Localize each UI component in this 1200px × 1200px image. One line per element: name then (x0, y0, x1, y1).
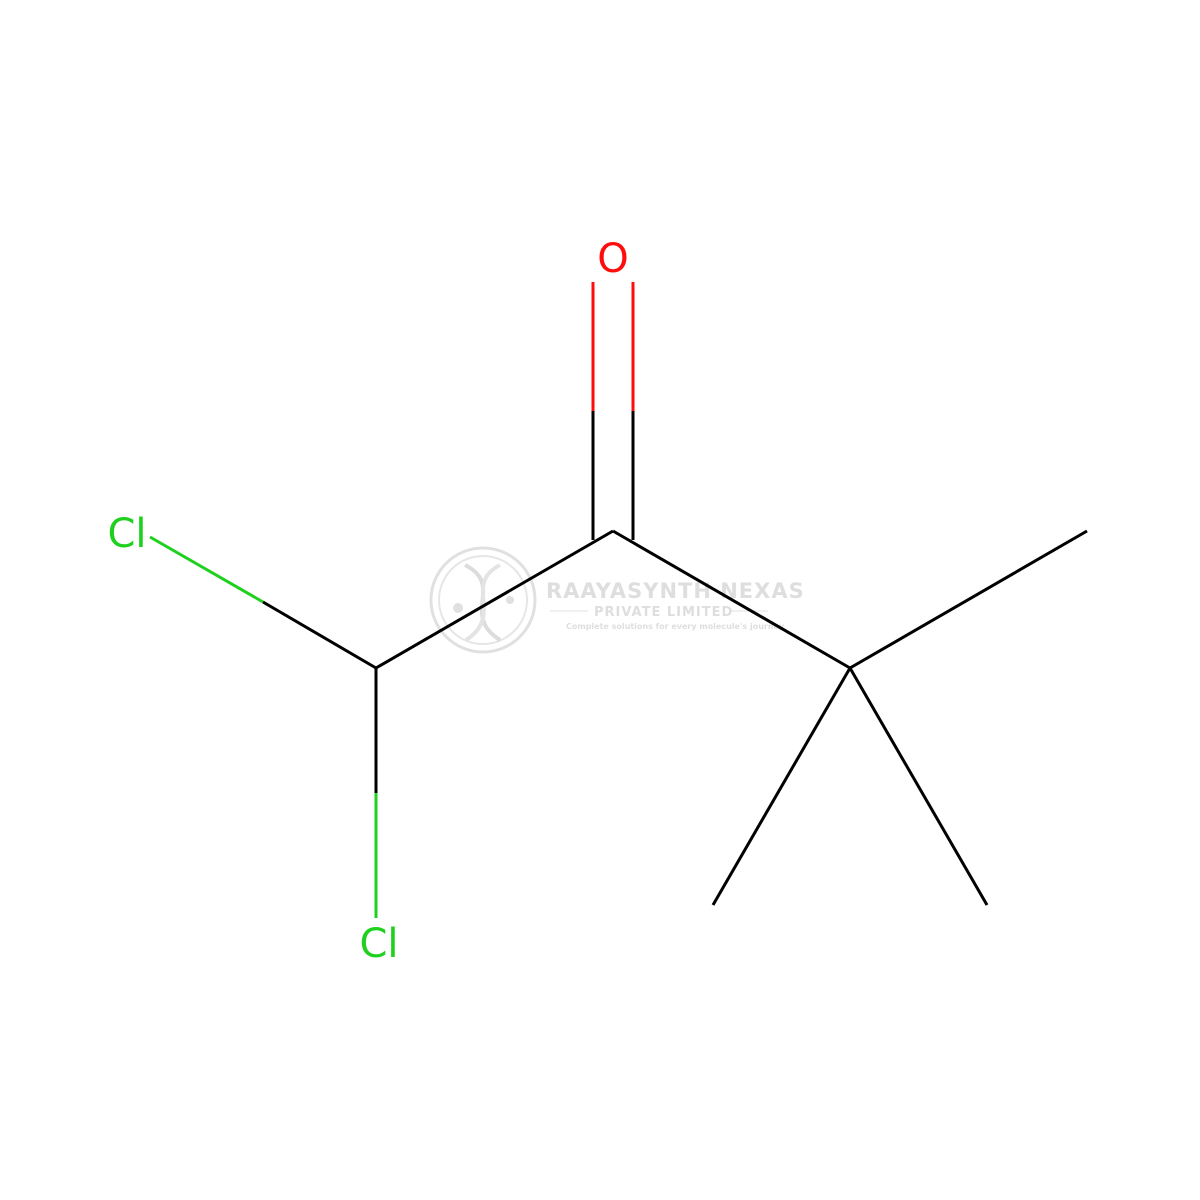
bond-carbonyl-to-dichloromethyl (375, 529, 614, 670)
bond-methyl-upper (849, 529, 1088, 670)
chlorine-atom-label-upper: Cl (107, 511, 146, 557)
bonds (149, 282, 1088, 918)
dna-helix-icon (429, 546, 537, 654)
watermark-tagline: Complete solutions for every molecule's … (566, 622, 785, 631)
oxygen-atom-label: O (597, 236, 628, 282)
watermark-title: RAAYASYNTH NEXAS (546, 579, 805, 603)
bond-methyl-lower-left (711, 667, 852, 906)
bond-c-cl-upper-black (262, 600, 377, 670)
watermark: RAAYASYNTH NEXAS PRIVATE LIMITED Complet… (429, 546, 805, 654)
bond-c-cl-upper-green (149, 535, 264, 604)
chlorine-atom-label-lower: Cl (359, 921, 398, 967)
watermark-subtitle: PRIVATE LIMITED (594, 605, 733, 620)
bond-carbonyl-to-tert-butyl (612, 529, 851, 670)
bond-methyl-lower-right (848, 667, 989, 906)
